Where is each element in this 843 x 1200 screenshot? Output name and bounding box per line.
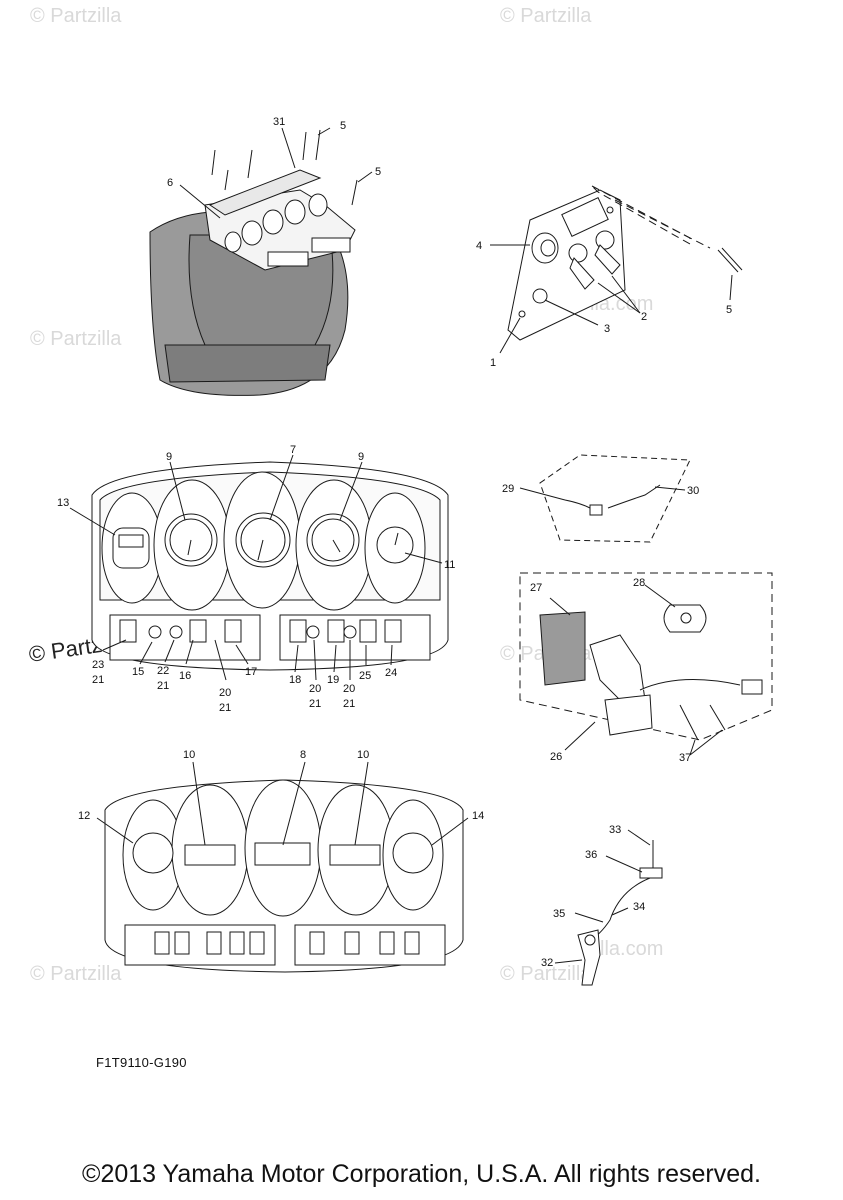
- callout-12: 12: [78, 810, 90, 822]
- bracket-kit-assembly: [519, 572, 773, 756]
- callout-21: 21: [157, 680, 169, 692]
- callout-8: 8: [300, 749, 306, 761]
- callout-34: 34: [633, 901, 645, 913]
- callout-19: 19: [327, 674, 339, 686]
- callout-29: 29: [502, 483, 514, 495]
- callout-5: 5: [375, 166, 381, 178]
- callout-10: 10: [183, 749, 195, 761]
- callout-10: 10: [357, 749, 369, 761]
- callout-20: 20: [309, 683, 321, 695]
- instrument-panel-rear: [96, 761, 469, 973]
- callout-21: 21: [219, 702, 231, 714]
- throttle-cable-assembly: [554, 829, 663, 986]
- watermark: © Partzilla: [500, 963, 592, 985]
- callout-20: 20: [219, 687, 231, 699]
- watermark: © Partzilla: [30, 963, 122, 985]
- callout-30: 30: [687, 485, 699, 497]
- callout-26: 26: [550, 751, 562, 763]
- callout-1: 1: [490, 357, 496, 369]
- callout-31: 31: [273, 116, 285, 128]
- callout-3: 3: [604, 323, 610, 335]
- callout-16: 16: [179, 670, 191, 682]
- callout-11: 11: [444, 559, 455, 571]
- harness-assembly: [519, 454, 691, 543]
- callout-21: 21: [92, 674, 104, 686]
- callout-6: 6: [167, 177, 173, 189]
- callout-23: 23: [92, 659, 104, 671]
- watermark: © Partzilla: [30, 5, 122, 27]
- callout-5: 5: [726, 304, 732, 316]
- callout-36: 36: [585, 849, 597, 861]
- callout-24: 24: [385, 667, 397, 679]
- callout-35: 35: [553, 908, 565, 920]
- watermark: © Partzilla: [500, 5, 592, 27]
- copyright-notice: ©2013 Yamaha Motor Corporation, U.S.A. A…: [82, 1160, 761, 1188]
- console-housing-assembly: [149, 127, 373, 396]
- callout-9: 9: [358, 451, 364, 463]
- callout-21: 21: [309, 698, 321, 710]
- watermark: © Partzilla: [30, 328, 122, 350]
- callout-15: 15: [132, 666, 144, 678]
- callout-4: 4: [476, 240, 482, 252]
- callout-5: 5: [340, 120, 346, 132]
- callout-21: 21: [343, 698, 355, 710]
- watermark: lla.com: [600, 938, 663, 960]
- instrument-panel-front: [69, 454, 449, 681]
- callout-17: 17: [245, 666, 257, 678]
- callout-20: 20: [343, 683, 355, 695]
- callout-7: 7: [290, 444, 296, 456]
- callout-22: 22: [157, 665, 169, 677]
- callout-33: 33: [609, 824, 621, 836]
- switch-panel-assembly: [490, 185, 743, 354]
- callout-27: 27: [530, 582, 542, 594]
- callout-32: 32: [541, 957, 553, 969]
- callout-2: 2: [641, 311, 647, 323]
- callout-14: 14: [472, 810, 484, 822]
- callout-37: 37: [679, 752, 691, 764]
- callout-13: 13: [57, 497, 69, 509]
- diagram-code: F1T9110-G190: [96, 1055, 187, 1070]
- callout-28: 28: [633, 577, 645, 589]
- callout-9: 9: [166, 451, 172, 463]
- callout-18: 18: [289, 674, 301, 686]
- callout-25: 25: [359, 670, 371, 682]
